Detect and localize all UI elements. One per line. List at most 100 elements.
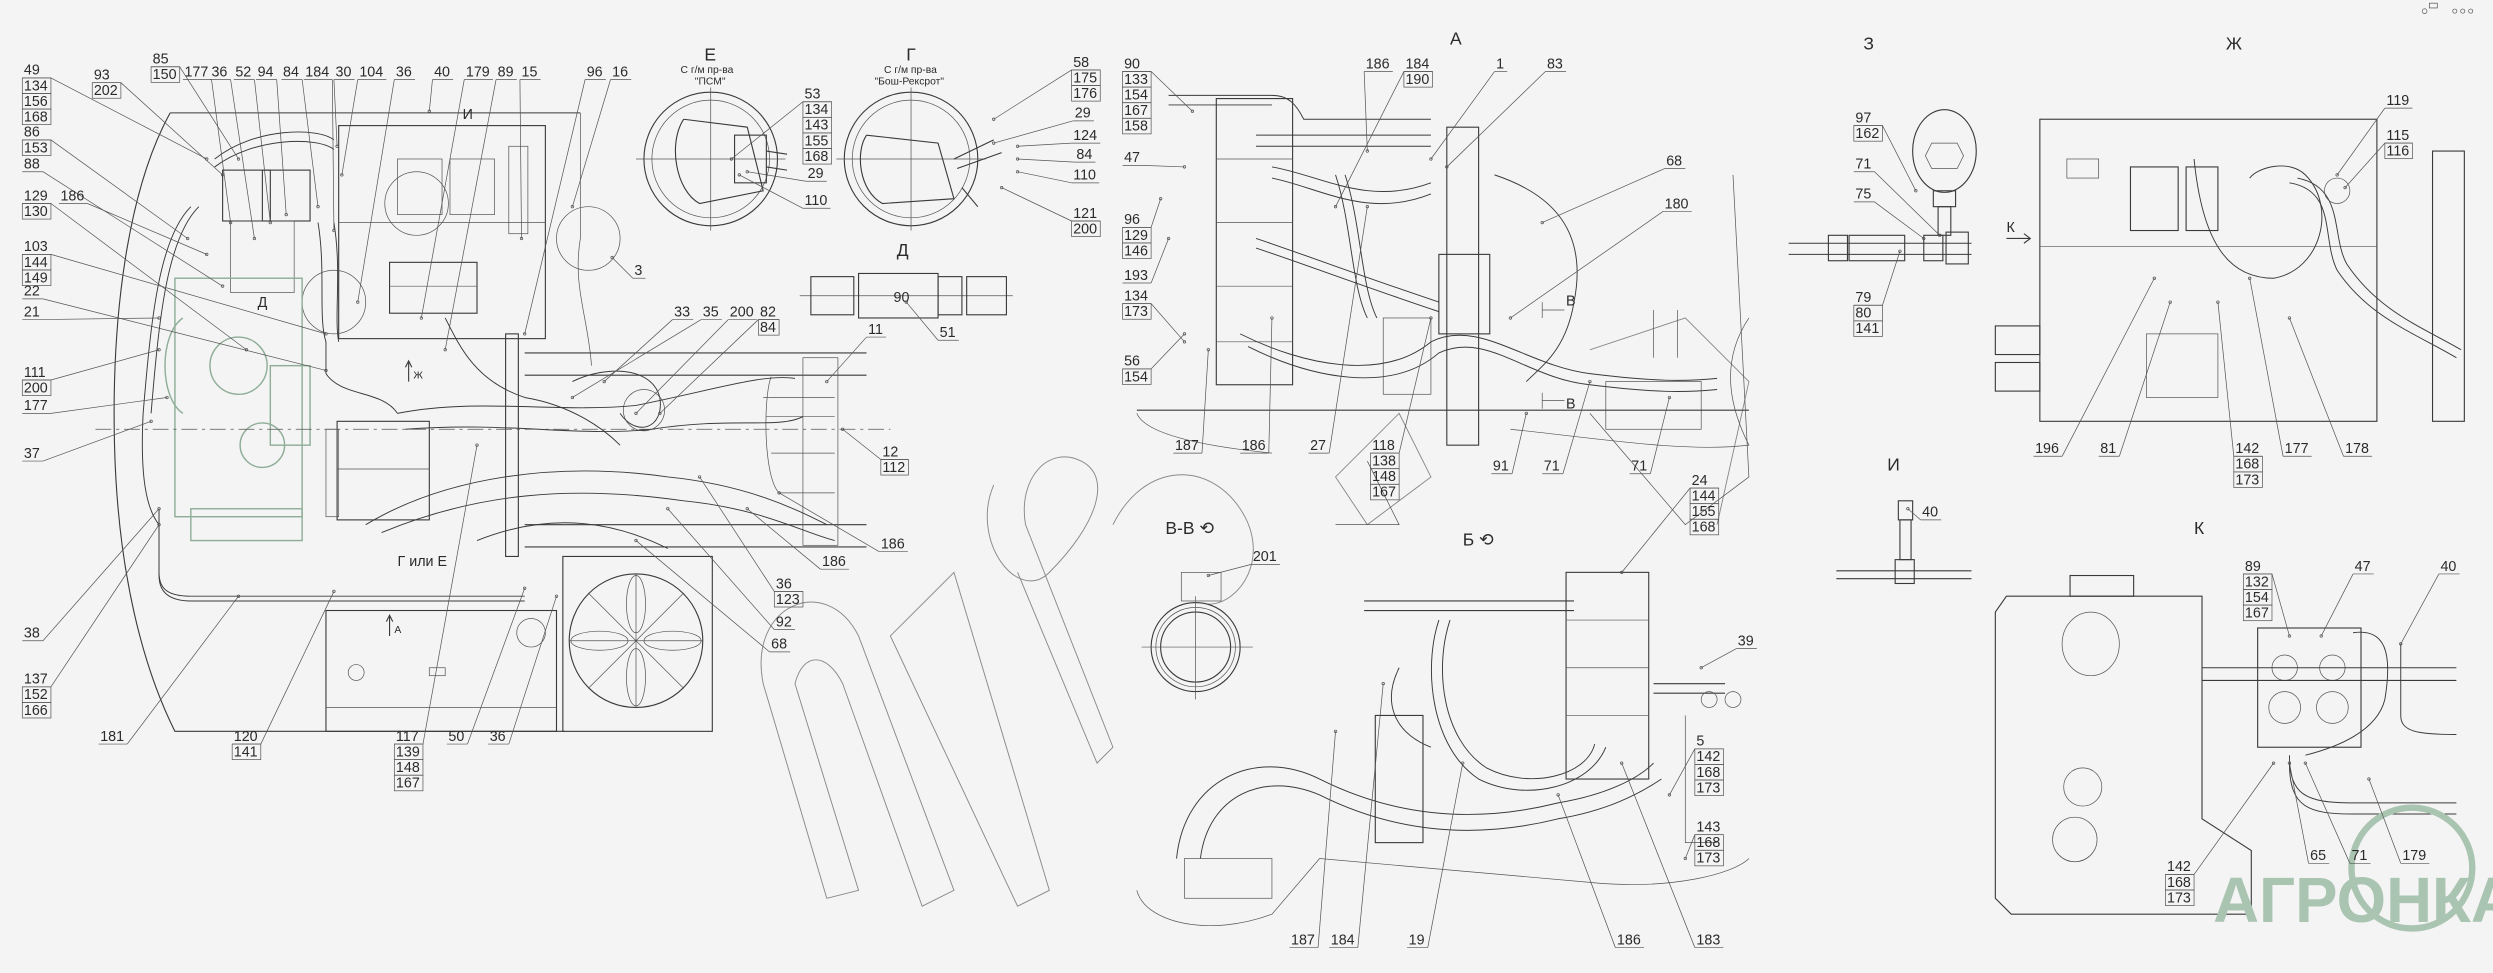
callout-box bbox=[1122, 303, 1152, 320]
callout-dot bbox=[1524, 411, 1528, 415]
callout-number: 71 bbox=[2351, 848, 2367, 864]
callout-dot bbox=[1508, 316, 1513, 320]
agronka-logo: АГРОНКА bbox=[2213, 804, 2493, 936]
callout-number: 49 bbox=[24, 63, 40, 79]
callout-leader bbox=[1430, 71, 1495, 160]
callout-leader bbox=[1446, 71, 1546, 168]
callout-dot bbox=[841, 427, 845, 431]
callout-dot bbox=[165, 395, 169, 400]
callout: 104 bbox=[340, 64, 387, 177]
callout-dot bbox=[745, 507, 749, 511]
callout-dot bbox=[523, 586, 527, 590]
callout-leader bbox=[341, 79, 359, 175]
callout-number: 16 bbox=[612, 64, 628, 80]
callout-subnumber: 112 bbox=[882, 460, 905, 476]
callout-number: 186 bbox=[1242, 438, 1266, 454]
callout-box bbox=[393, 774, 424, 792]
callout-subnumber: 144 bbox=[1692, 488, 1716, 504]
callout-subnumber: 154 bbox=[1124, 88, 1148, 104]
callout-dot bbox=[1182, 165, 1187, 169]
callout-dot bbox=[1333, 205, 1338, 209]
callout-number: 187 bbox=[1175, 438, 1199, 454]
callout-leader bbox=[1143, 164, 1185, 168]
detail-I-circle bbox=[384, 171, 449, 236]
callout-dot bbox=[2399, 642, 2403, 646]
callout-subnumber: 173 bbox=[2167, 890, 2191, 906]
callout-leader bbox=[1882, 251, 1901, 306]
callout: 186 bbox=[1240, 316, 1274, 454]
callout-number: 196 bbox=[2035, 441, 2059, 457]
callout: 39 bbox=[1699, 633, 1757, 670]
callout-dot bbox=[904, 300, 908, 304]
callout-number: 143 bbox=[1696, 820, 1720, 836]
callout-dot bbox=[1015, 157, 1020, 161]
callout-number: 142 bbox=[2167, 859, 2191, 875]
callout-leader bbox=[50, 349, 160, 381]
callout-dot bbox=[1620, 570, 1624, 574]
callout: 71 bbox=[1629, 395, 1672, 475]
callout-dot bbox=[1182, 332, 1187, 336]
tank bbox=[325, 609, 558, 732]
callout-leader bbox=[778, 492, 880, 552]
callout-leader bbox=[739, 174, 804, 209]
callout: 36 bbox=[356, 64, 416, 304]
callout-dot bbox=[228, 220, 233, 225]
callout-leader bbox=[635, 319, 729, 414]
callout-box bbox=[1694, 779, 1724, 796]
callout-number: 184 bbox=[1405, 56, 1429, 72]
callout-subnumber: 130 bbox=[24, 204, 48, 220]
callout-number: 181 bbox=[100, 729, 124, 745]
callout-dot bbox=[1667, 395, 1672, 400]
callout-leader bbox=[87, 203, 207, 255]
view-ZH: Ж К bbox=[1994, 33, 2465, 422]
callout-box bbox=[1694, 849, 1724, 867]
callout-number: 1 bbox=[1496, 56, 1504, 72]
callout-dot bbox=[2303, 761, 2307, 765]
callout-dot bbox=[1365, 149, 1369, 153]
callout-leader bbox=[1317, 731, 1336, 948]
callout-leader bbox=[2061, 278, 2155, 457]
cooler-fan bbox=[562, 555, 713, 732]
callout-box bbox=[1122, 368, 1152, 385]
callout-number: 21 bbox=[24, 304, 40, 320]
callout-dot bbox=[634, 411, 638, 415]
callout-leader bbox=[1001, 187, 1072, 222]
view-G-line1: С г/м пр-ва bbox=[884, 65, 937, 76]
callout-number: 33 bbox=[674, 304, 690, 320]
detail-D: Д 90 bbox=[799, 240, 1013, 319]
callout-subnumber: 134 bbox=[24, 78, 48, 94]
callout: 186 bbox=[777, 491, 908, 553]
callout-subnumber: 154 bbox=[1124, 369, 1148, 385]
callout-leader bbox=[1621, 763, 1696, 948]
callout-leader bbox=[659, 319, 759, 414]
callout-box bbox=[1370, 483, 1400, 501]
callout-leader bbox=[1542, 168, 1665, 223]
callout-dot bbox=[777, 491, 781, 495]
callout-dot bbox=[610, 255, 614, 260]
callout-number: 184 bbox=[1331, 932, 1355, 948]
callout-leader bbox=[301, 79, 319, 207]
callout-leader bbox=[731, 101, 804, 160]
callout-dot bbox=[340, 173, 344, 177]
callout-box bbox=[1853, 125, 1883, 142]
callout-leader bbox=[1208, 564, 1252, 576]
view-E: Е С г/м пр-ва "ПСМ" bbox=[635, 44, 788, 231]
callout-number: 129 bbox=[24, 188, 48, 204]
view-A-title: А bbox=[1450, 29, 1462, 49]
callout-leader bbox=[635, 540, 770, 653]
callout-number: 177 bbox=[24, 398, 48, 414]
callout-number: 30 bbox=[336, 64, 352, 80]
callout-dot bbox=[1365, 205, 1369, 209]
callout-dot bbox=[1922, 236, 1926, 241]
